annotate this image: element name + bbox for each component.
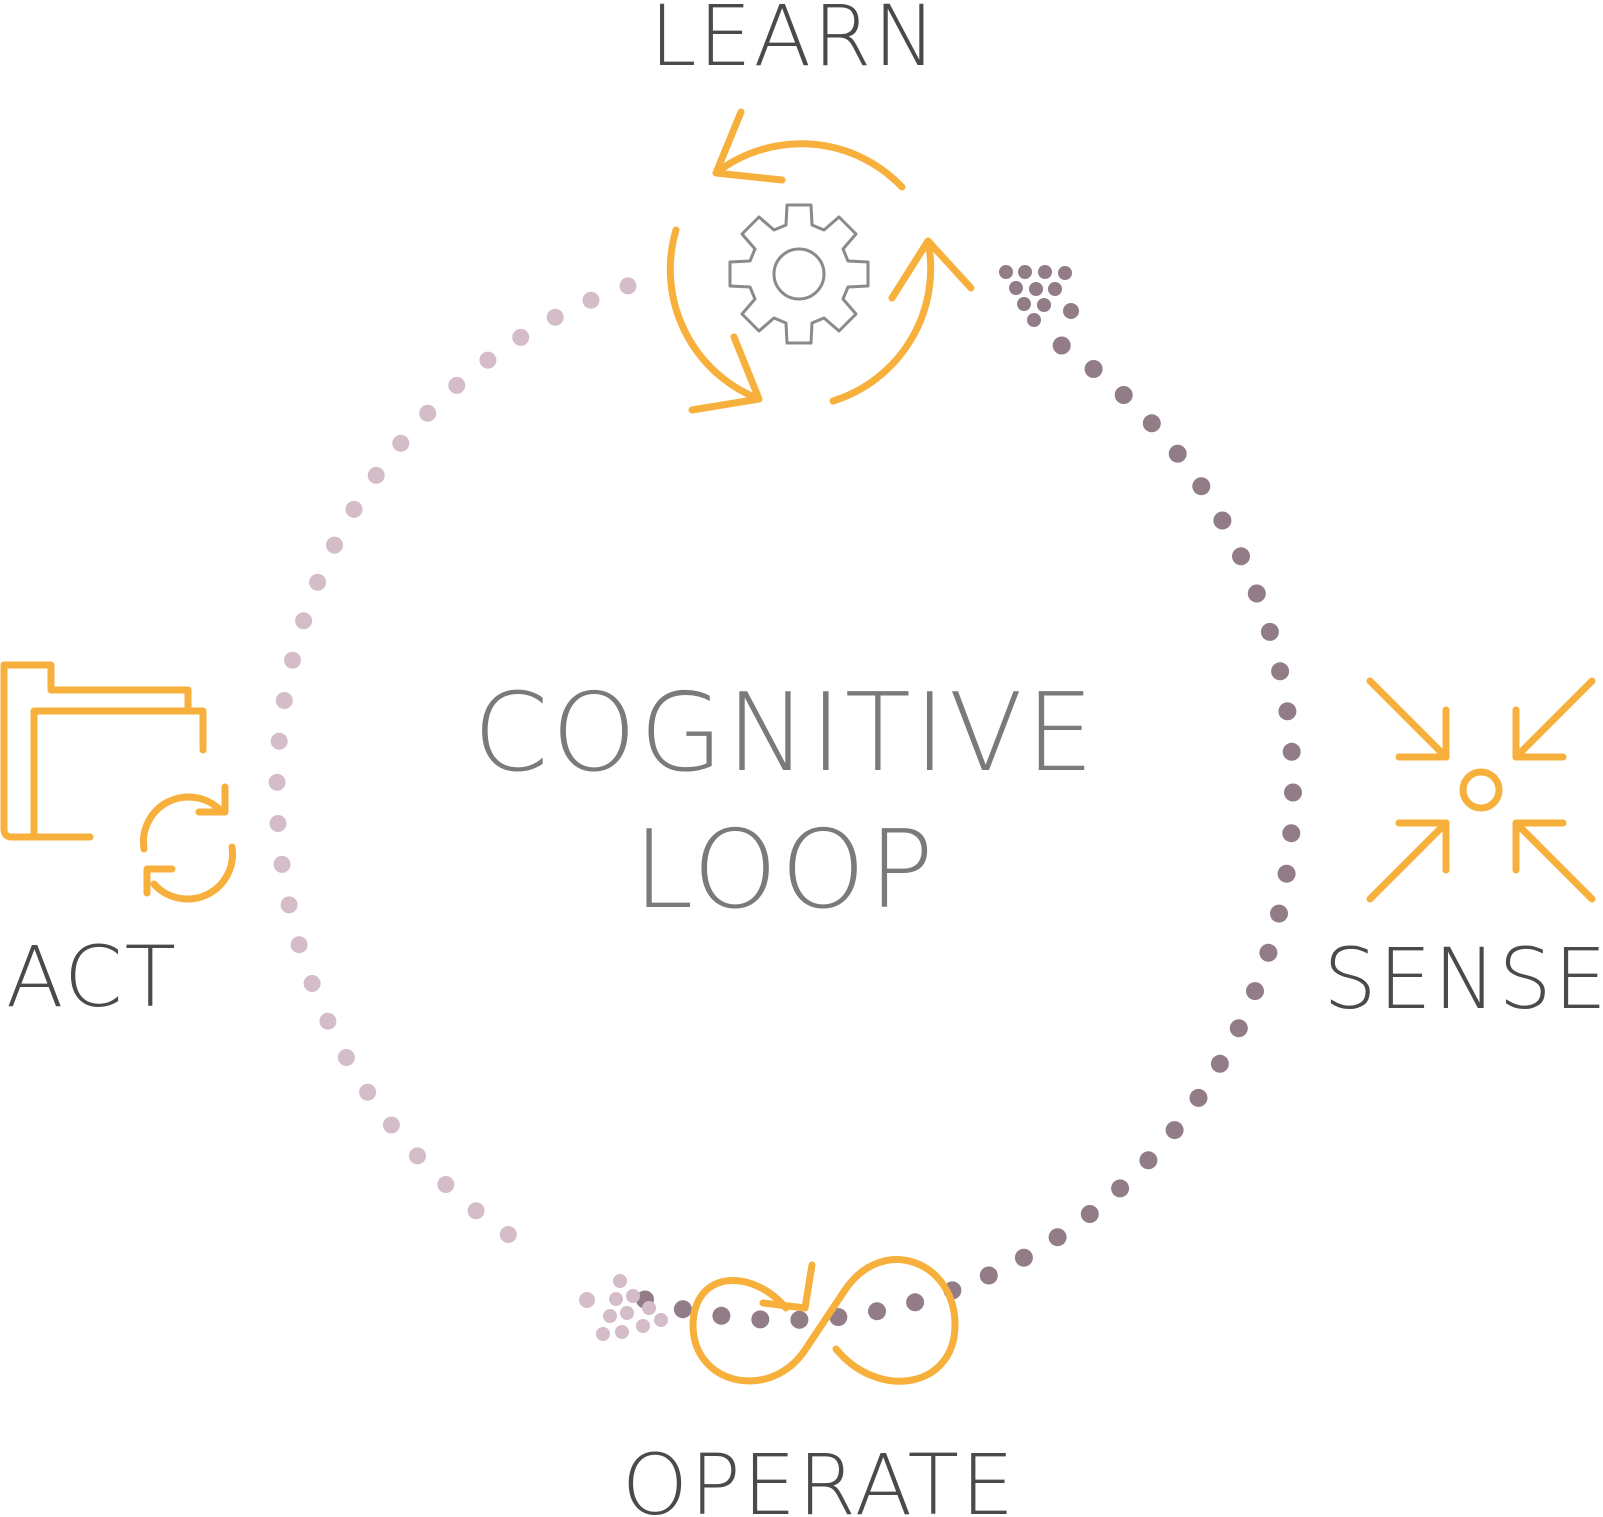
dot-arrowhead-bottom-left — [579, 1274, 668, 1341]
loop-dot-dark — [790, 1310, 809, 1329]
loop-dot-light — [337, 1049, 355, 1066]
loop-dot-light — [582, 291, 600, 309]
loop-dot-dark — [1084, 360, 1103, 378]
loop-dot-light — [479, 351, 497, 369]
loop-dot-dark — [1232, 547, 1250, 566]
stage-label-act: ACT — [6, 928, 178, 1026]
cycle-arc-top — [712, 140, 906, 191]
loop-dot-dark — [1278, 702, 1297, 721]
loop-dot-light — [345, 500, 363, 518]
sense-center-dot — [1459, 768, 1503, 812]
dotted-arc-right — [636, 336, 1302, 1329]
loop-dot-dark — [673, 1300, 692, 1319]
loop-dot-light — [319, 1012, 337, 1030]
loop-dot-dark — [1284, 783, 1302, 802]
loop-dot-light — [359, 1083, 377, 1101]
folder-sync-icon — [0, 661, 237, 903]
loop-dot-light — [273, 855, 291, 873]
loop-dot-light — [382, 1116, 400, 1134]
loop-dot-dark — [712, 1306, 731, 1325]
converging-arrows-icon — [1366, 677, 1596, 903]
loop-dot-dark — [1229, 1019, 1248, 1038]
loop-dot-light — [419, 404, 437, 422]
loop-dot-light — [512, 328, 530, 346]
loop-dot-light — [392, 434, 410, 452]
loop-dot-light — [546, 308, 564, 326]
loop-dot-dark — [1246, 982, 1264, 1001]
loop-dot-dark — [1114, 386, 1133, 404]
loop-dot-light — [437, 1176, 455, 1193]
sync-arc-top — [139, 793, 226, 853]
cycle-arrowhead-right — [888, 237, 975, 302]
loop-dot-light — [268, 773, 286, 791]
loop-dot-dark — [751, 1310, 770, 1329]
loop-dot-light — [280, 896, 298, 914]
loop-dot-dark — [1048, 1228, 1067, 1247]
loop-dot-dark — [979, 1266, 998, 1285]
loop-dot-light — [619, 277, 637, 295]
loop-dot-dark — [1282, 742, 1301, 761]
loop-dot-dark — [1142, 414, 1161, 433]
loop-dot-light — [270, 732, 288, 750]
dotted-arc-left — [268, 277, 637, 1243]
loop-dot-dark — [1270, 904, 1288, 923]
stage-label-operate: OPERATE — [622, 1436, 1016, 1517]
loop-dot-dark — [868, 1302, 886, 1321]
cycle-arc-bottom-left — [666, 226, 763, 403]
infinity-loop-icon — [689, 1256, 959, 1385]
loop-dot-dark — [1168, 444, 1187, 463]
cycle-arrowhead-top — [712, 108, 786, 184]
loop-dot-light — [367, 466, 385, 484]
loop-dot-dark — [1165, 1121, 1184, 1140]
sync-arc-bottom — [150, 843, 237, 903]
loop-dot-dark — [1052, 336, 1071, 355]
loop-dot-dark — [1139, 1151, 1158, 1170]
loop-dot-light — [499, 1226, 517, 1243]
diagram-title-line-2: LOOP — [633, 808, 936, 933]
loop-dot-light — [290, 936, 308, 954]
cycle-arc-right — [829, 237, 935, 405]
loop-dot-light — [295, 612, 313, 630]
cycle-arrowhead-bottom-left — [688, 333, 763, 414]
gear-icon — [728, 203, 870, 345]
stage-label-learn: LEARN — [650, 0, 939, 85]
loop-dot-dark — [1210, 1054, 1229, 1073]
loop-dot-dark — [1259, 943, 1278, 962]
loop-dot-light — [409, 1147, 426, 1165]
loop-dot-dark — [1014, 1248, 1033, 1267]
loop-dot-dark — [1282, 824, 1301, 843]
loop-dot-light — [303, 975, 321, 992]
loop-dot-light — [326, 536, 343, 554]
loop-dot-dark — [1192, 477, 1211, 496]
loop-dot-light — [269, 815, 287, 832]
dot-arrowhead-top-right — [999, 265, 1079, 327]
loop-dot-dark — [1271, 662, 1290, 681]
stage-label-sense: SENSE — [1323, 930, 1603, 1028]
loop-dot-light — [448, 376, 466, 394]
loop-dot-dark — [1213, 511, 1232, 530]
loop-dot-light — [467, 1202, 485, 1220]
gear-with-cycle-arrows-icon — [666, 108, 975, 414]
gear-hub — [772, 247, 826, 301]
loop-dot-light — [284, 651, 301, 669]
loop-dot-dark — [1260, 622, 1279, 641]
loop-dot-dark — [1080, 1205, 1099, 1223]
loop-dot-dark — [1189, 1088, 1208, 1107]
loop-dot-dark — [1277, 864, 1296, 883]
loop-dot-light — [309, 573, 327, 591]
diagram-title-line-1: COGNITIVE — [473, 671, 1097, 796]
loop-dot-dark — [906, 1293, 925, 1312]
loop-dot-light — [275, 692, 293, 709]
loop-dot-dark — [1247, 584, 1266, 603]
loop-dot-dark — [1111, 1179, 1130, 1198]
